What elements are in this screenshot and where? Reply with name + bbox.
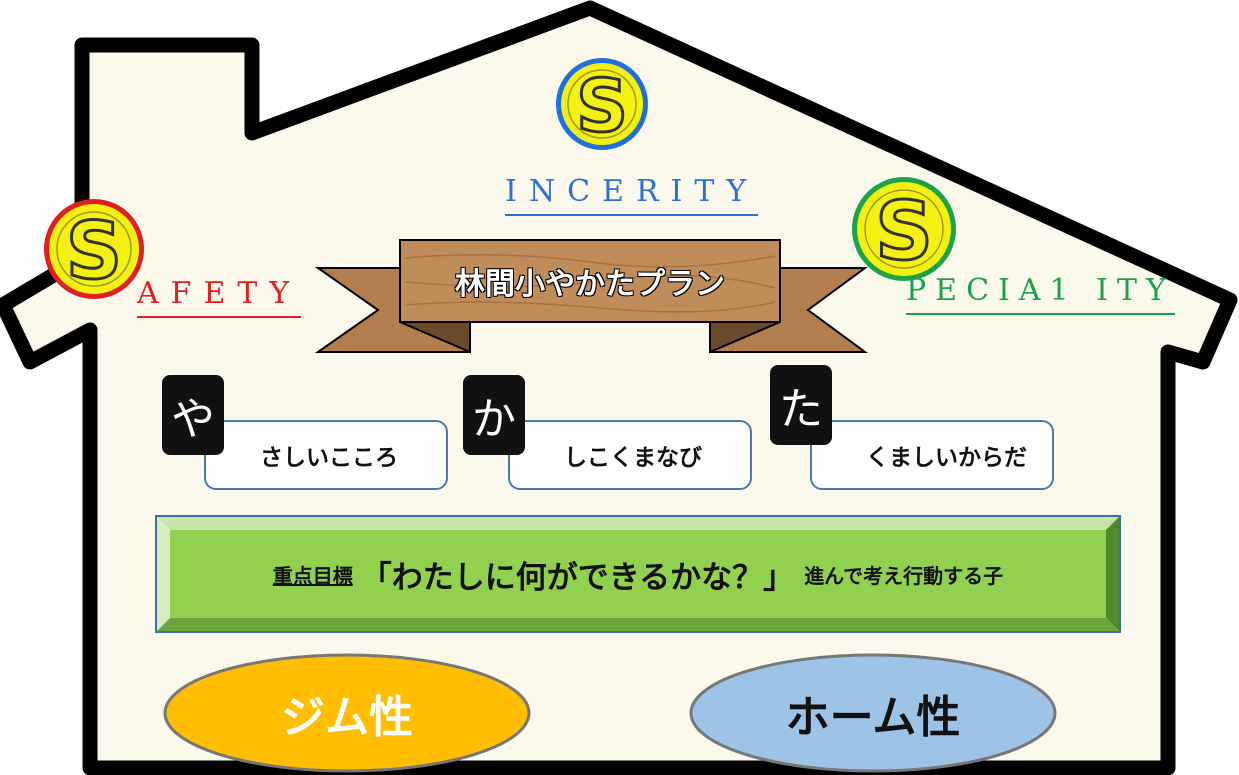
home-group-label: ホーム性 <box>691 655 1055 771</box>
keyword-2-char-text: か <box>472 394 516 445</box>
goal-label: 重点目標 <box>272 563 353 588</box>
sincerity-word-text: INCERITY <box>505 174 759 209</box>
safety-word-text: AFETY <box>137 276 302 311</box>
gym-group-label: ジム性 <box>165 655 529 771</box>
gym-oval-shape <box>163 653 531 773</box>
sincerity-coin: S <box>556 58 648 150</box>
keyword-1-char-text: や <box>171 394 215 445</box>
keyword-3-text: くましいからだ <box>866 445 1027 471</box>
keyword-3-box: くましいからだ <box>810 420 1054 490</box>
keyword-1-box: さしいこころ <box>204 420 448 490</box>
keyword-3-char-text: た <box>779 384 823 435</box>
keyword-2-text: しこくまなび <box>564 445 702 471</box>
speciality-coin-letter: S <box>875 185 933 278</box>
banner-title: 林間小やかたプラン <box>455 267 725 302</box>
home-group-text: ホーム性 <box>785 692 961 743</box>
safety-coin-letter: S <box>66 207 122 297</box>
banner-woodgrain <box>404 254 776 313</box>
goal-tail: 進んで考え行動する子 <box>804 563 1004 588</box>
speciality-coin: S <box>852 177 956 281</box>
goal-plate <box>155 515 1121 633</box>
safety-word: AFETY <box>137 276 302 318</box>
sincerity-coin-letter: S <box>576 64 628 148</box>
home-oval-shape <box>689 653 1057 773</box>
sincerity-word: INCERITY <box>505 174 759 216</box>
keyword-3-char: た <box>770 365 832 445</box>
speciality-word: PECIA1 ITY <box>906 273 1175 315</box>
speciality-word-text: PECIA1 ITY <box>906 273 1175 308</box>
goal-main: 「わたしに何ができるかな？」 <box>360 559 795 596</box>
banner-center <box>399 239 781 323</box>
keyword-1-char: や <box>162 375 224 455</box>
title-banner <box>314 239 869 354</box>
priority-goal: 重点目標 「わたしに何ができるかな？」 進んで考え行動する子 <box>156 516 1120 632</box>
safety-coin: S <box>44 199 144 299</box>
keyword-2-char: か <box>463 375 525 455</box>
keyword-1-text: さしいこころ <box>260 445 398 471</box>
gym-group-text: ジム性 <box>281 692 413 743</box>
keyword-2-box: しこくまなび <box>508 420 752 490</box>
